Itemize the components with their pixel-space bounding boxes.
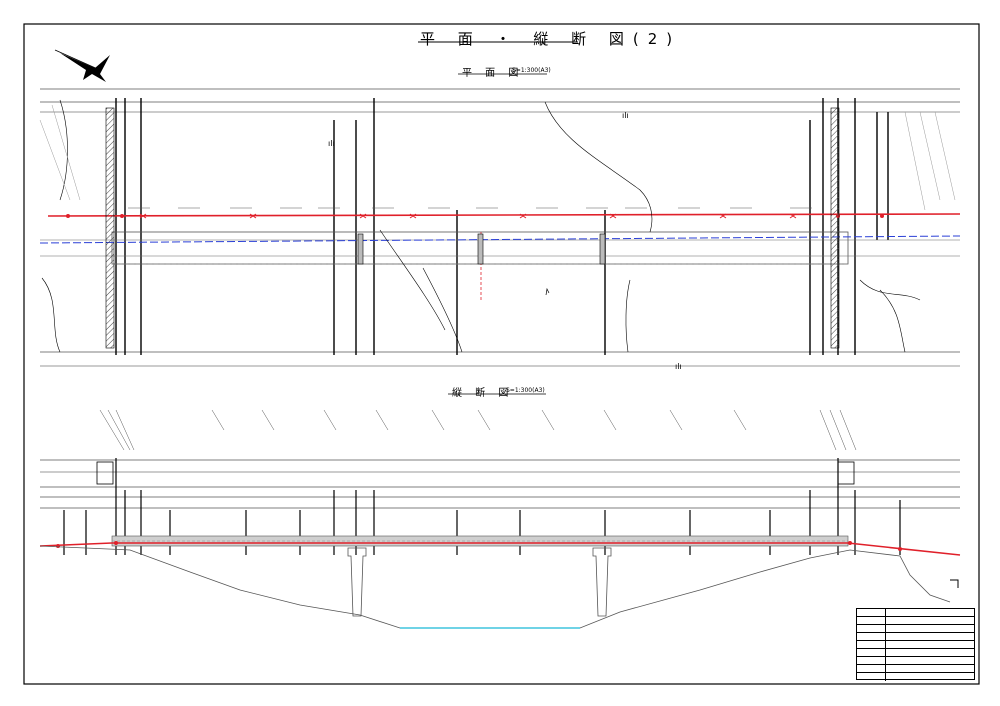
- north-arrow-icon: [54, 49, 110, 82]
- title-block-row: [857, 609, 974, 617]
- title-block-row: [857, 657, 974, 665]
- title-block-value-cell: [886, 673, 974, 681]
- sheet-border: [23, 23, 980, 685]
- title-block-row: [857, 665, 974, 673]
- profile-view-scale: S=1:300(A3): [506, 387, 545, 394]
- title-block-value-cell: [886, 625, 974, 632]
- title-block-value-cell: [886, 633, 974, 640]
- title-block-row: [857, 641, 974, 649]
- title-block-value-cell: [886, 609, 974, 616]
- title-block-label-cell: [857, 649, 886, 656]
- title-block-label-cell: [857, 657, 886, 664]
- red-pipe-line-profile: [39, 542, 961, 556]
- title-block-value-cell: [886, 657, 974, 664]
- profile-view: [39, 409, 961, 629]
- title-block-label-cell: [857, 641, 886, 648]
- title-block-value-cell: [886, 617, 974, 624]
- profile-view-title: 縦 断 図: [452, 388, 514, 399]
- title-block-label-cell: [857, 633, 886, 640]
- plan-view-scale: S=1:300(A3): [512, 67, 551, 74]
- plan-view-title: 平 面 図: [462, 68, 524, 79]
- drawing-title: 平 面 ・ 縦 断 図(2): [420, 30, 682, 48]
- title-block-row: [857, 625, 974, 633]
- title-block-value-cell: [886, 641, 974, 648]
- title-block-label-cell: [857, 673, 886, 681]
- blue-pipe-line: [39, 235, 961, 244]
- svg-text:ılı: ılı: [328, 139, 335, 148]
- title-block-label-cell: [857, 609, 886, 616]
- title-block-label-cell: [857, 617, 886, 624]
- title-block-row: [857, 617, 974, 625]
- ground-profile: [39, 545, 951, 629]
- svg-text:ılı: ılı: [622, 111, 629, 120]
- title-block-label-cell: [857, 665, 886, 672]
- title-block-value-cell: [886, 649, 974, 656]
- svg-text:ılı: ılı: [675, 362, 682, 371]
- title-block-row: [857, 649, 974, 657]
- plan-view: ılı ılı ılı: [39, 88, 961, 371]
- title-block-value-cell: [886, 665, 974, 672]
- title-block-row: [857, 673, 974, 681]
- red-pipe-line-plan: [47, 213, 961, 217]
- title-block-row: [857, 633, 974, 641]
- title-block: [856, 608, 975, 681]
- title-block-label-cell: [857, 625, 886, 632]
